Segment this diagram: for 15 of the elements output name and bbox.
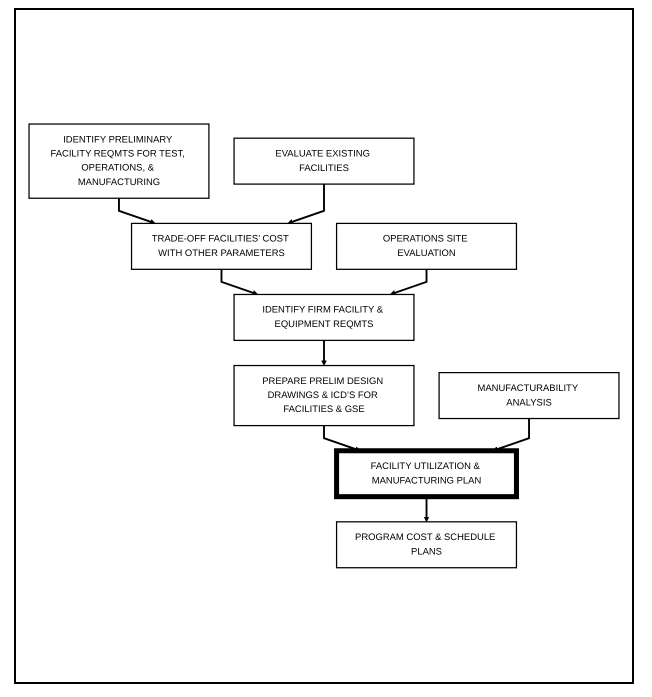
arrow <box>220 269 258 296</box>
node-box <box>438 372 620 420</box>
node-box <box>336 222 518 270</box>
arrow <box>390 269 428 296</box>
node-box <box>130 222 312 270</box>
node-box <box>336 521 518 568</box>
node-box <box>233 365 415 426</box>
node-box <box>233 294 415 342</box>
node-box <box>334 448 519 500</box>
frame-border: IDENTIFY PRELIMINARY FACILITY REQMTS FOR TEST, OPERATIONS, & MANUFACTURING EVALUATE EXISTING FACILITIES TRADE-OFF FACILITIES’ COST WITH OTHER PARAMETERS IDENTIFY FIRM FACILITY & EQUIPMENT REQMTS PREPARE PRELIM DESIGN DRAWINGS & ICD’S FOR FACILITIES & GSE OPERATIONS SITE EVALUATION FACILITY UTILIZATION & MANUFACTURING PLAN PROGRAM COST & SCHEDULE PLANS MANUFACTURABILITY ANALYSIS <box>14 8 634 684</box>
arrow <box>287 184 325 224</box>
arrow <box>118 198 156 224</box>
node-box <box>233 138 415 185</box>
arrow <box>321 340 327 366</box>
node-box <box>28 124 210 199</box>
